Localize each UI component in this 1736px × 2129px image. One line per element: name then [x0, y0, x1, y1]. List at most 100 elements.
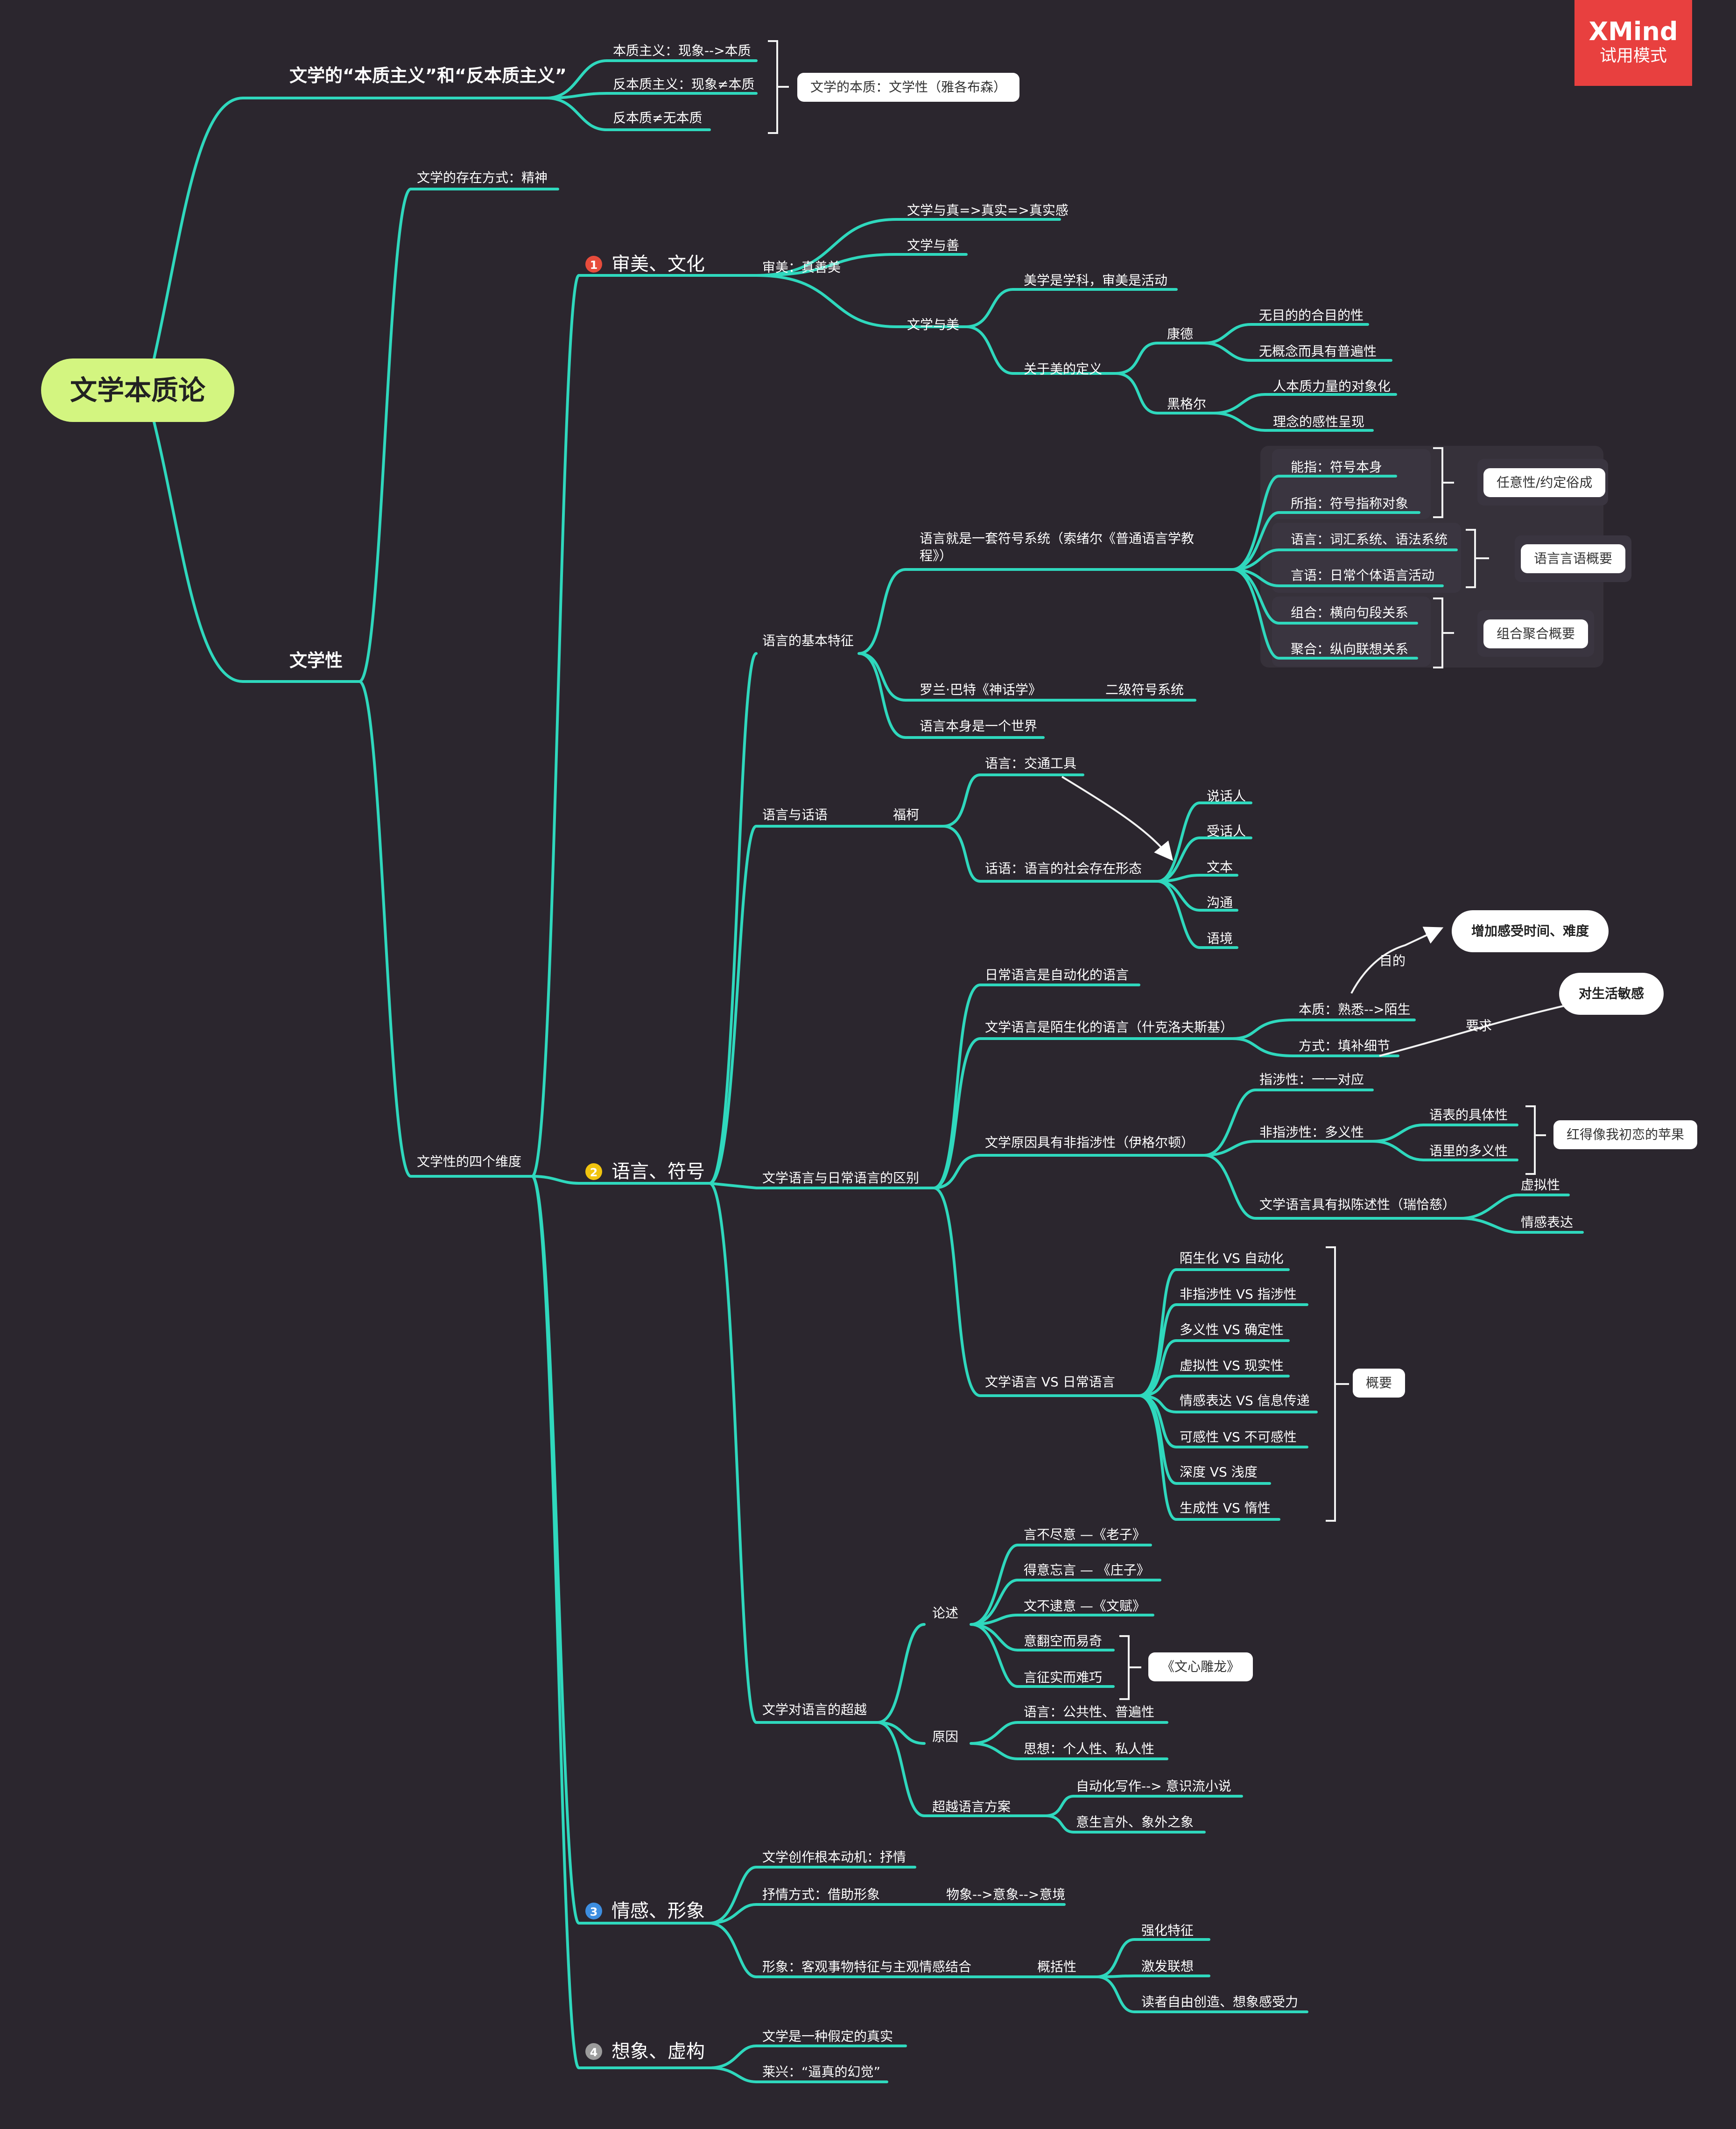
summary-arbitrary-box[interactable]: 任意性/约定俗成: [1483, 468, 1606, 497]
exist-node[interactable]: 文学的存在方式：精神: [417, 170, 548, 185]
general-item-1[interactable]: 强化特征: [1141, 1923, 1194, 1938]
require-connector: [1379, 1005, 1564, 1057]
method-node[interactable]: 方式：填补细节: [1299, 1038, 1390, 1054]
plan-node[interactable]: 超越语言方案: [932, 1799, 1011, 1814]
hegel-item-1[interactable]: 人本质力量的对象化: [1273, 379, 1391, 394]
daily-language-node[interactable]: 日常语言是自动化的语言: [985, 967, 1129, 983]
inner-node[interactable]: 语里的多义性: [1429, 1143, 1508, 1159]
element-context[interactable]: 语境: [1207, 931, 1233, 946]
image-node[interactable]: 形象：客观事物特征与主观情感结合: [762, 1959, 971, 1974]
virtuality-node[interactable]: 虚拟性: [1521, 1177, 1560, 1193]
root-topic[interactable]: 文学本质论: [41, 358, 234, 422]
sign-item-2[interactable]: 所指：符号指称对象: [1291, 496, 1408, 511]
quote-3[interactable]: 文不逮意 —《文赋》: [1024, 1598, 1146, 1614]
basic-features-node[interactable]: 语言的基本特征: [762, 633, 854, 648]
kant-node[interactable]: 康德: [1167, 326, 1193, 342]
barthes-child[interactable]: 二级符号系统: [1105, 682, 1184, 697]
generality-node[interactable]: 概括性: [1037, 1959, 1076, 1974]
barthes-node[interactable]: 罗兰·巴特《神话学》: [920, 682, 1041, 697]
b1-item-3[interactable]: 反本质≠无本质: [613, 110, 702, 126]
element-text[interactable]: 文本: [1207, 859, 1233, 875]
sign-item-1[interactable]: 能指：符号本身: [1291, 459, 1382, 475]
lyric-way-node[interactable]: 抒情方式：借助形象: [762, 1887, 880, 1902]
sign-item-4[interactable]: 言语：日常个体语言活动: [1291, 568, 1434, 583]
reason-node[interactable]: 原因: [932, 1729, 958, 1744]
world-node[interactable]: 语言本身是一个世界: [920, 718, 1037, 734]
purpose-callout[interactable]: 增加感受时间、难度: [1452, 910, 1609, 952]
surface-node[interactable]: 语表的具体性: [1429, 1107, 1508, 1123]
sign-item-3[interactable]: 语言：词汇系统、语法系统: [1291, 532, 1448, 547]
reason-1[interactable]: 语言：公共性、普遍性: [1024, 1704, 1154, 1720]
motive-node[interactable]: 文学创作根本动机：抒情: [762, 1849, 906, 1865]
polysemy-node[interactable]: 非指涉性：多义性: [1259, 1124, 1364, 1140]
wenxin-summary-box[interactable]: 《文心雕龙》: [1148, 1652, 1253, 1681]
b1-title[interactable]: 文学的“本质主义”和“反本质主义”: [289, 65, 567, 86]
sign-item-5[interactable]: 组合：横向句段关系: [1291, 605, 1408, 620]
four-dims-node[interactable]: 文学性的四个维度: [417, 1154, 521, 1169]
plan-1[interactable]: 自动化写作--> 意识流小说: [1076, 1778, 1231, 1794]
fake-truth-node[interactable]: 文学是一种假定的真实: [762, 2029, 893, 2044]
image-chain-node[interactable]: 物象-->意象-->意境: [946, 1887, 1065, 1902]
beyond-node[interactable]: 文学对语言的超越: [762, 1702, 867, 1717]
require-callout[interactable]: 对生活敏感: [1559, 973, 1664, 1015]
quote-2[interactable]: 得意忘言 — 《庄子》: [1024, 1562, 1150, 1578]
kant-item-2[interactable]: 无概念而具有普遍性: [1259, 344, 1377, 359]
apple-summary-box[interactable]: 红得像我初恋的苹果: [1553, 1120, 1698, 1149]
quote-1[interactable]: 言不尽意 —《老子》: [1024, 1527, 1146, 1542]
vs-item-2[interactable]: 非指涉性 VS 指涉性: [1180, 1286, 1297, 1302]
social-form-node[interactable]: 话语：语言的社会存在形态: [985, 861, 1142, 876]
xmind-trial-badge[interactable]: XMind 试用模式: [1574, 0, 1692, 86]
shenmei-node[interactable]: 审美：真善美: [762, 260, 841, 275]
b2-title[interactable]: 文学性: [289, 650, 343, 671]
aesthetics-node[interactable]: 美学是学科，审美是活动: [1024, 273, 1167, 288]
emotion-expression-node[interactable]: 情感表达: [1521, 1215, 1573, 1230]
b1-summary-box[interactable]: 文学的本质：文学性（雅各布森）: [797, 73, 1020, 102]
hegel-item-2[interactable]: 理念的感性呈现: [1273, 414, 1364, 429]
vs-summary-box[interactable]: 概要: [1353, 1369, 1406, 1398]
kant-item-1[interactable]: 无目的的合目的性: [1259, 308, 1363, 323]
vs-item-1[interactable]: 陌生化 VS 自动化: [1180, 1251, 1284, 1266]
truth-node[interactable]: 文学与真=>真实=>真实感: [907, 203, 1068, 218]
general-item-2[interactable]: 激发联想: [1141, 1959, 1194, 1974]
b1-item-1[interactable]: 本质主义：现象-->本质: [613, 43, 751, 58]
quote-4[interactable]: 意翻空而易奇: [1024, 1633, 1102, 1649]
element-listener[interactable]: 受话人: [1207, 823, 1246, 839]
vs-item-6[interactable]: 可感性 VS 不可感性: [1180, 1429, 1297, 1445]
quasi-statement-node[interactable]: 文学语言具有拟陈述性（瑞恰慈）: [1259, 1197, 1455, 1212]
vs-node[interactable]: 文学语言 VS 日常语言: [985, 1374, 1115, 1390]
referential-node[interactable]: 指涉性：一一对应: [1259, 1072, 1364, 1087]
beauty-node[interactable]: 文学与美: [907, 317, 959, 332]
diff-node[interactable]: 文学语言与日常语言的区别: [762, 1170, 919, 1186]
dim1-label[interactable]: 审美、文化: [611, 253, 705, 275]
dim3-label[interactable]: 情感、形象: [611, 1900, 705, 1922]
non-referential-node[interactable]: 文学原因具有非指涉性（伊格尔顿）: [985, 1135, 1194, 1150]
vs-item-4[interactable]: 虚拟性 VS 现实性: [1180, 1358, 1284, 1373]
discourse-node[interactable]: 语言与话语: [762, 807, 828, 822]
summary-langue-box[interactable]: 语言言语概要: [1521, 544, 1626, 573]
beauty-def-node[interactable]: 关于美的定义: [1024, 361, 1102, 377]
summary-syntagm-box[interactable]: 组合聚合概要: [1483, 619, 1588, 648]
plan-2[interactable]: 意生言外、象外之象: [1076, 1814, 1194, 1830]
dim4-label[interactable]: 想象、虚构: [611, 2041, 705, 2062]
element-speaker[interactable]: 说话人: [1207, 788, 1246, 804]
essence-node[interactable]: 本质：熟悉-->陌生: [1299, 1002, 1411, 1017]
lessing-node[interactable]: 莱兴：“逼真的幻觉”: [762, 2064, 880, 2080]
lunshu-node[interactable]: 论述: [932, 1605, 958, 1621]
tool-node[interactable]: 语言：交通工具: [985, 756, 1076, 771]
sign-system-line1[interactable]: 语言就是一套符号系统（索绪尔《普通语言学教: [920, 531, 1194, 546]
vs-item-5[interactable]: 情感表达 VS 信息传递: [1180, 1393, 1310, 1408]
b1-item-2[interactable]: 反本质主义：现象≠本质: [613, 77, 754, 92]
vs-item-8[interactable]: 生成性 VS 惰性: [1180, 1500, 1271, 1516]
vs-item-7[interactable]: 深度 VS 浅度: [1180, 1464, 1258, 1480]
foucault-node[interactable]: 福柯: [893, 807, 919, 822]
general-item-3[interactable]: 读者自由创造、想象感受力: [1141, 1994, 1298, 2010]
defamiliarization-node[interactable]: 文学语言是陌生化的语言（什克洛夫斯基）: [985, 1019, 1233, 1035]
vs-item-3[interactable]: 多义性 VS 确定性: [1180, 1322, 1284, 1337]
sign-item-6[interactable]: 聚合：纵向联想关系: [1291, 641, 1408, 657]
element-communication[interactable]: 沟通: [1207, 895, 1233, 910]
good-node[interactable]: 文学与善: [907, 238, 959, 253]
hegel-node[interactable]: 黑格尔: [1167, 396, 1206, 412]
dim2-label[interactable]: 语言、符号: [611, 1161, 705, 1182]
reason-2[interactable]: 思想：个人性、私人性: [1024, 1741, 1154, 1757]
quote-5[interactable]: 言征实而难巧: [1024, 1670, 1102, 1685]
